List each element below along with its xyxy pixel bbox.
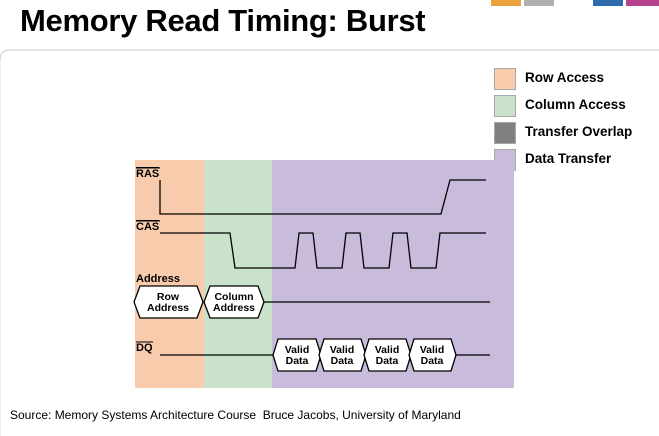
valid-data-4-line2: Data <box>421 355 444 367</box>
phase-band-row-access <box>135 160 204 388</box>
valid-data-2-line1: Valid <box>330 344 355 356</box>
signal-label-address: Address <box>136 273 180 285</box>
valid-data-2-line2: Data <box>331 355 354 367</box>
legend-swatch-column-access <box>494 95 516 117</box>
source-note: Source: Memory Systems Architecture Cour… <box>10 408 461 422</box>
content-frame <box>0 49 659 436</box>
ras-waveform <box>159 179 486 215</box>
valid-data-1-line1: Valid <box>285 344 310 356</box>
corner-decor-orange <box>491 0 521 6</box>
legend-item-row-access: Row Access <box>494 68 654 90</box>
valid-data-1-line2: Data <box>286 355 309 367</box>
signal-label-dq: DQ <box>136 342 153 354</box>
signal-label-cas: CAS <box>136 221 159 233</box>
valid-data-box-4 <box>408 338 457 372</box>
frame-top-line <box>0 49 659 61</box>
valid-data-box-2 <box>318 338 367 372</box>
legend-item-transfer-overlap: Transfer Overlap <box>494 122 654 144</box>
phase-band-column-access <box>204 160 272 388</box>
valid-data-box-1 <box>272 338 322 372</box>
corner-decor-gray <box>524 0 554 6</box>
legend-label: Data Transfer <box>525 151 612 166</box>
valid-data-4-line1: Valid <box>420 344 445 356</box>
row-address-line1: Row <box>157 291 180 303</box>
corner-decor-blue <box>593 0 623 6</box>
signal-label-ras: RAS <box>136 168 159 180</box>
valid-data-box-3 <box>363 338 412 372</box>
column-address-line2: Address <box>213 302 255 314</box>
legend-label: Transfer Overlap <box>525 124 633 139</box>
legend-item-column-access: Column Access <box>494 95 654 117</box>
legend-swatch-row-access <box>494 68 516 90</box>
corner-decor-purple <box>626 0 659 6</box>
column-address-line1: Column <box>214 291 253 303</box>
row-address-line2: Address <box>147 302 189 314</box>
cas-waveform <box>160 232 486 269</box>
legend-label: Column Access <box>525 97 626 112</box>
legend-swatch-transfer-overlap <box>494 122 516 144</box>
valid-data-3-line2: Data <box>376 355 399 367</box>
row-address-box <box>133 285 204 319</box>
column-address-box <box>203 285 265 319</box>
legend-label: Row Access <box>525 70 605 85</box>
valid-data-3-line1: Valid <box>375 344 400 356</box>
slide-title: Memory Read Timing: Burst <box>20 3 426 38</box>
